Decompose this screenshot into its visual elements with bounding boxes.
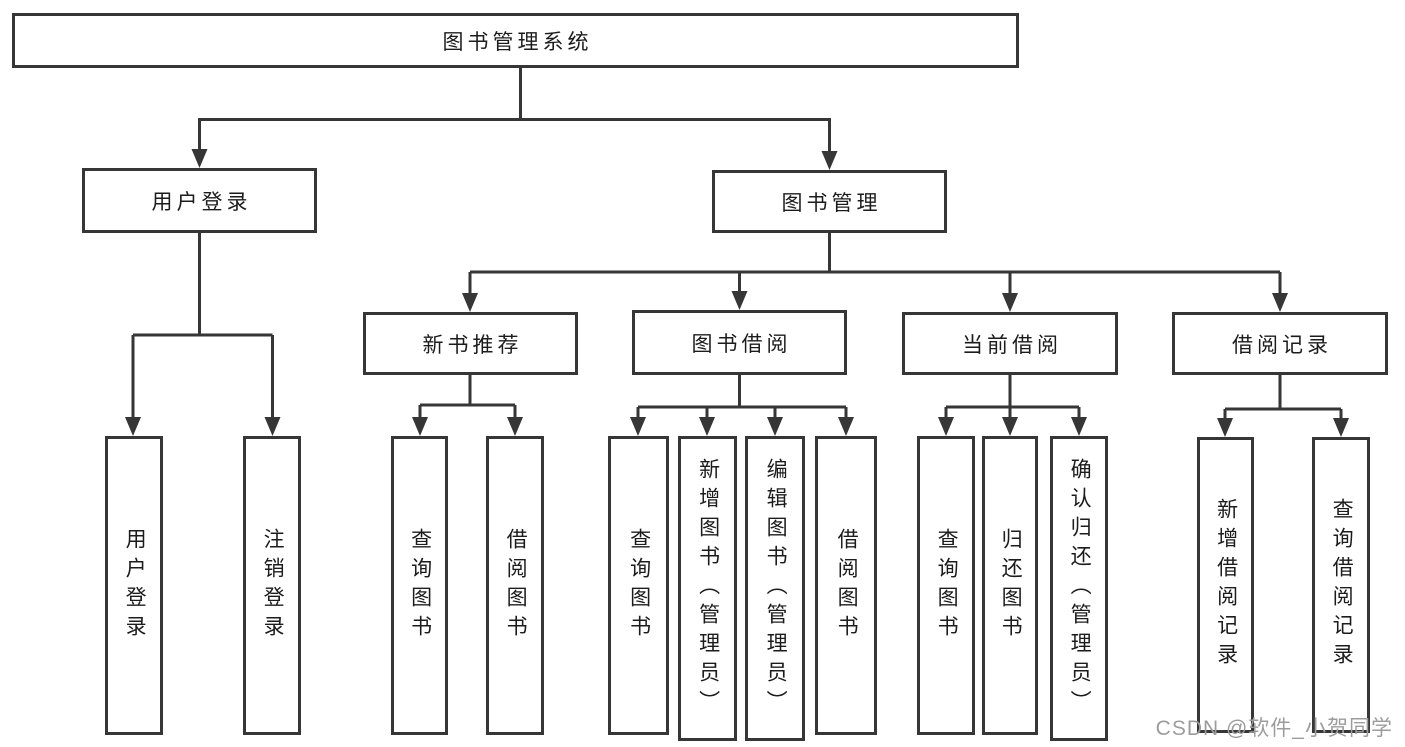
node-book-management: 图书管理 (712, 170, 947, 233)
node-borrow-record: 借阅记录 (1172, 312, 1388, 375)
node-leaf-add-books-admin: 新增图书（管理员） (678, 436, 737, 741)
node-label: 用户登录 (151, 190, 252, 214)
node-leaf-query-borrow-record: 查询借阅记录 (1312, 437, 1370, 733)
node-label: 新增图书（管理员） (696, 458, 720, 719)
node-label: 编辑图书（管理员） (764, 458, 788, 719)
node-leaf-add-borrow-record: 新增借阅记录 (1197, 437, 1254, 733)
node-label: 查询图书 (627, 527, 651, 644)
connector-current-borrow-children (938, 375, 1087, 436)
node-leaf-query-books-1: 查询图书 (391, 436, 448, 735)
node-label: 图书管理 (781, 191, 882, 215)
connector-book-management-children (462, 233, 1288, 312)
node-current-borrow: 当前借阅 (902, 312, 1118, 375)
node-label: 当前借阅 (962, 333, 1062, 357)
node-leaf-query-books-3: 查询图书 (917, 436, 975, 735)
csdn-watermark: CSDN @软件_小贺同学 (1155, 717, 1393, 740)
connector-book-borrow-children (630, 375, 854, 436)
node-label: 查询借阅记录 (1330, 498, 1354, 672)
node-leaf-borrow-books-2: 借阅图书 (815, 436, 877, 735)
connector-borrow-record-children (1217, 375, 1349, 437)
node-user-login: 用户登录 (82, 168, 317, 233)
node-new-book-recommend: 新书推荐 (363, 312, 578, 375)
node-label: 新增借阅记录 (1214, 498, 1238, 672)
node-label: 确认归还（管理员） (1068, 458, 1092, 719)
node-leaf-logout: 注销登录 (243, 436, 301, 735)
node-label: 用户登录 (123, 527, 147, 644)
node-label: 查询图书 (935, 527, 959, 644)
node-label: 归还图书 (999, 527, 1023, 644)
node-label: 借阅记录 (1232, 333, 1332, 357)
node-label: 新书推荐 (422, 333, 523, 357)
node-label: 注销登录 (261, 527, 285, 644)
node-label: 图书借阅 (691, 332, 792, 356)
node-leaf-user-login: 用户登录 (105, 436, 163, 735)
node-leaf-return-books: 归还图书 (982, 436, 1038, 735)
node-leaf-edit-books-admin: 编辑图书（管理员） (745, 436, 805, 741)
connector-root-to-level2 (191, 68, 838, 170)
node-label: 图书管理系统 (442, 30, 593, 54)
node-label: 借阅图书 (504, 527, 528, 644)
node-label: 借阅图书 (835, 527, 859, 644)
node-leaf-query-books-2: 查询图书 (608, 436, 669, 735)
node-leaf-borrow-books-1: 借阅图书 (486, 436, 544, 735)
connector-new-book-children (412, 375, 523, 436)
node-root-library-system: 图书管理系统 (12, 13, 1019, 68)
connector-user-login-children (125, 233, 281, 436)
node-label: 查询图书 (408, 527, 432, 644)
node-leaf-confirm-return-admin: 确认归还（管理员） (1050, 436, 1108, 741)
node-book-borrow: 图书借阅 (632, 310, 847, 375)
